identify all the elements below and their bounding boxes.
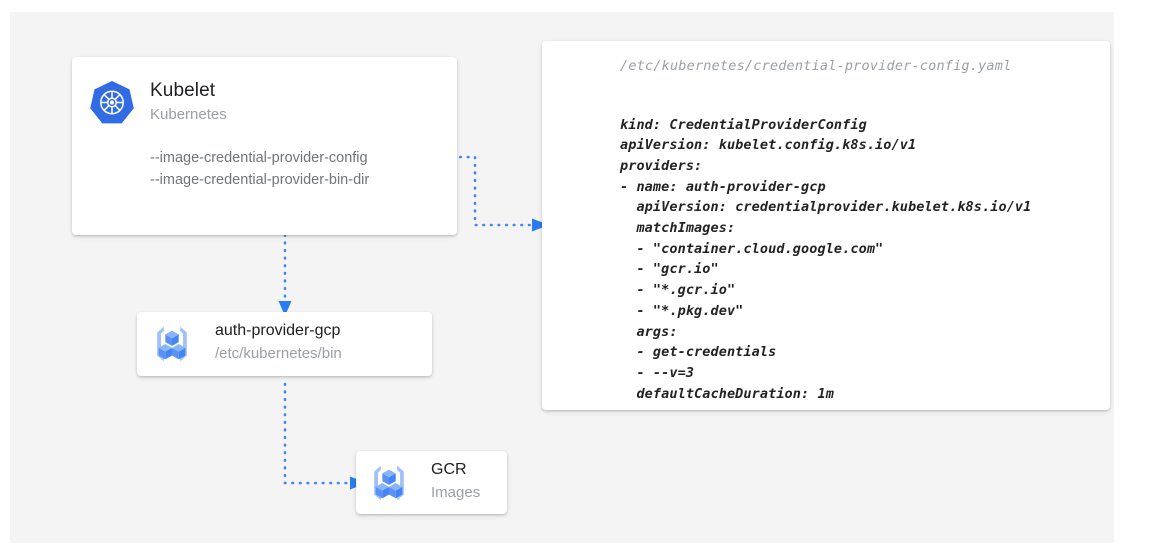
yaml-file-path: /etc/kubernetes/credential-provider-conf… xyxy=(620,58,1012,74)
auth-provider-subtitle: /etc/kubernetes/bin xyxy=(215,345,342,362)
auth-provider-gcp-card[interactable]: auth-provider-gcp /etc/kubernetes/bin xyxy=(137,312,432,376)
kubernetes-logo-icon xyxy=(90,81,134,124)
gcr-subtitle: Images xyxy=(431,484,481,501)
kubelet-title: Kubelet xyxy=(150,80,216,101)
gcr-title: GCR xyxy=(431,461,467,478)
kubelet-flag-image-credential-provider-bin-dir: --image-credential-provider-bin-dir xyxy=(150,172,370,188)
credential-provider-config-panel[interactable]: /etc/kubernetes/credential-provider-conf… xyxy=(542,41,1110,410)
kubelet-card[interactable]: Kubelet Kubernetes --image-credential-pr… xyxy=(72,57,457,235)
gcr-card[interactable]: GCR Images xyxy=(356,451,507,514)
auth-provider-title: auth-provider-gcp xyxy=(215,322,341,339)
yaml-content: kind: CredentialProviderConfig apiVersio… xyxy=(620,116,1032,402)
container-registry-icon xyxy=(374,465,404,501)
container-registry-icon xyxy=(157,326,187,362)
kubelet-subtitle: Kubernetes xyxy=(150,106,227,123)
kubelet-flag-image-credential-provider-config: --image-credential-provider-config xyxy=(150,150,368,166)
